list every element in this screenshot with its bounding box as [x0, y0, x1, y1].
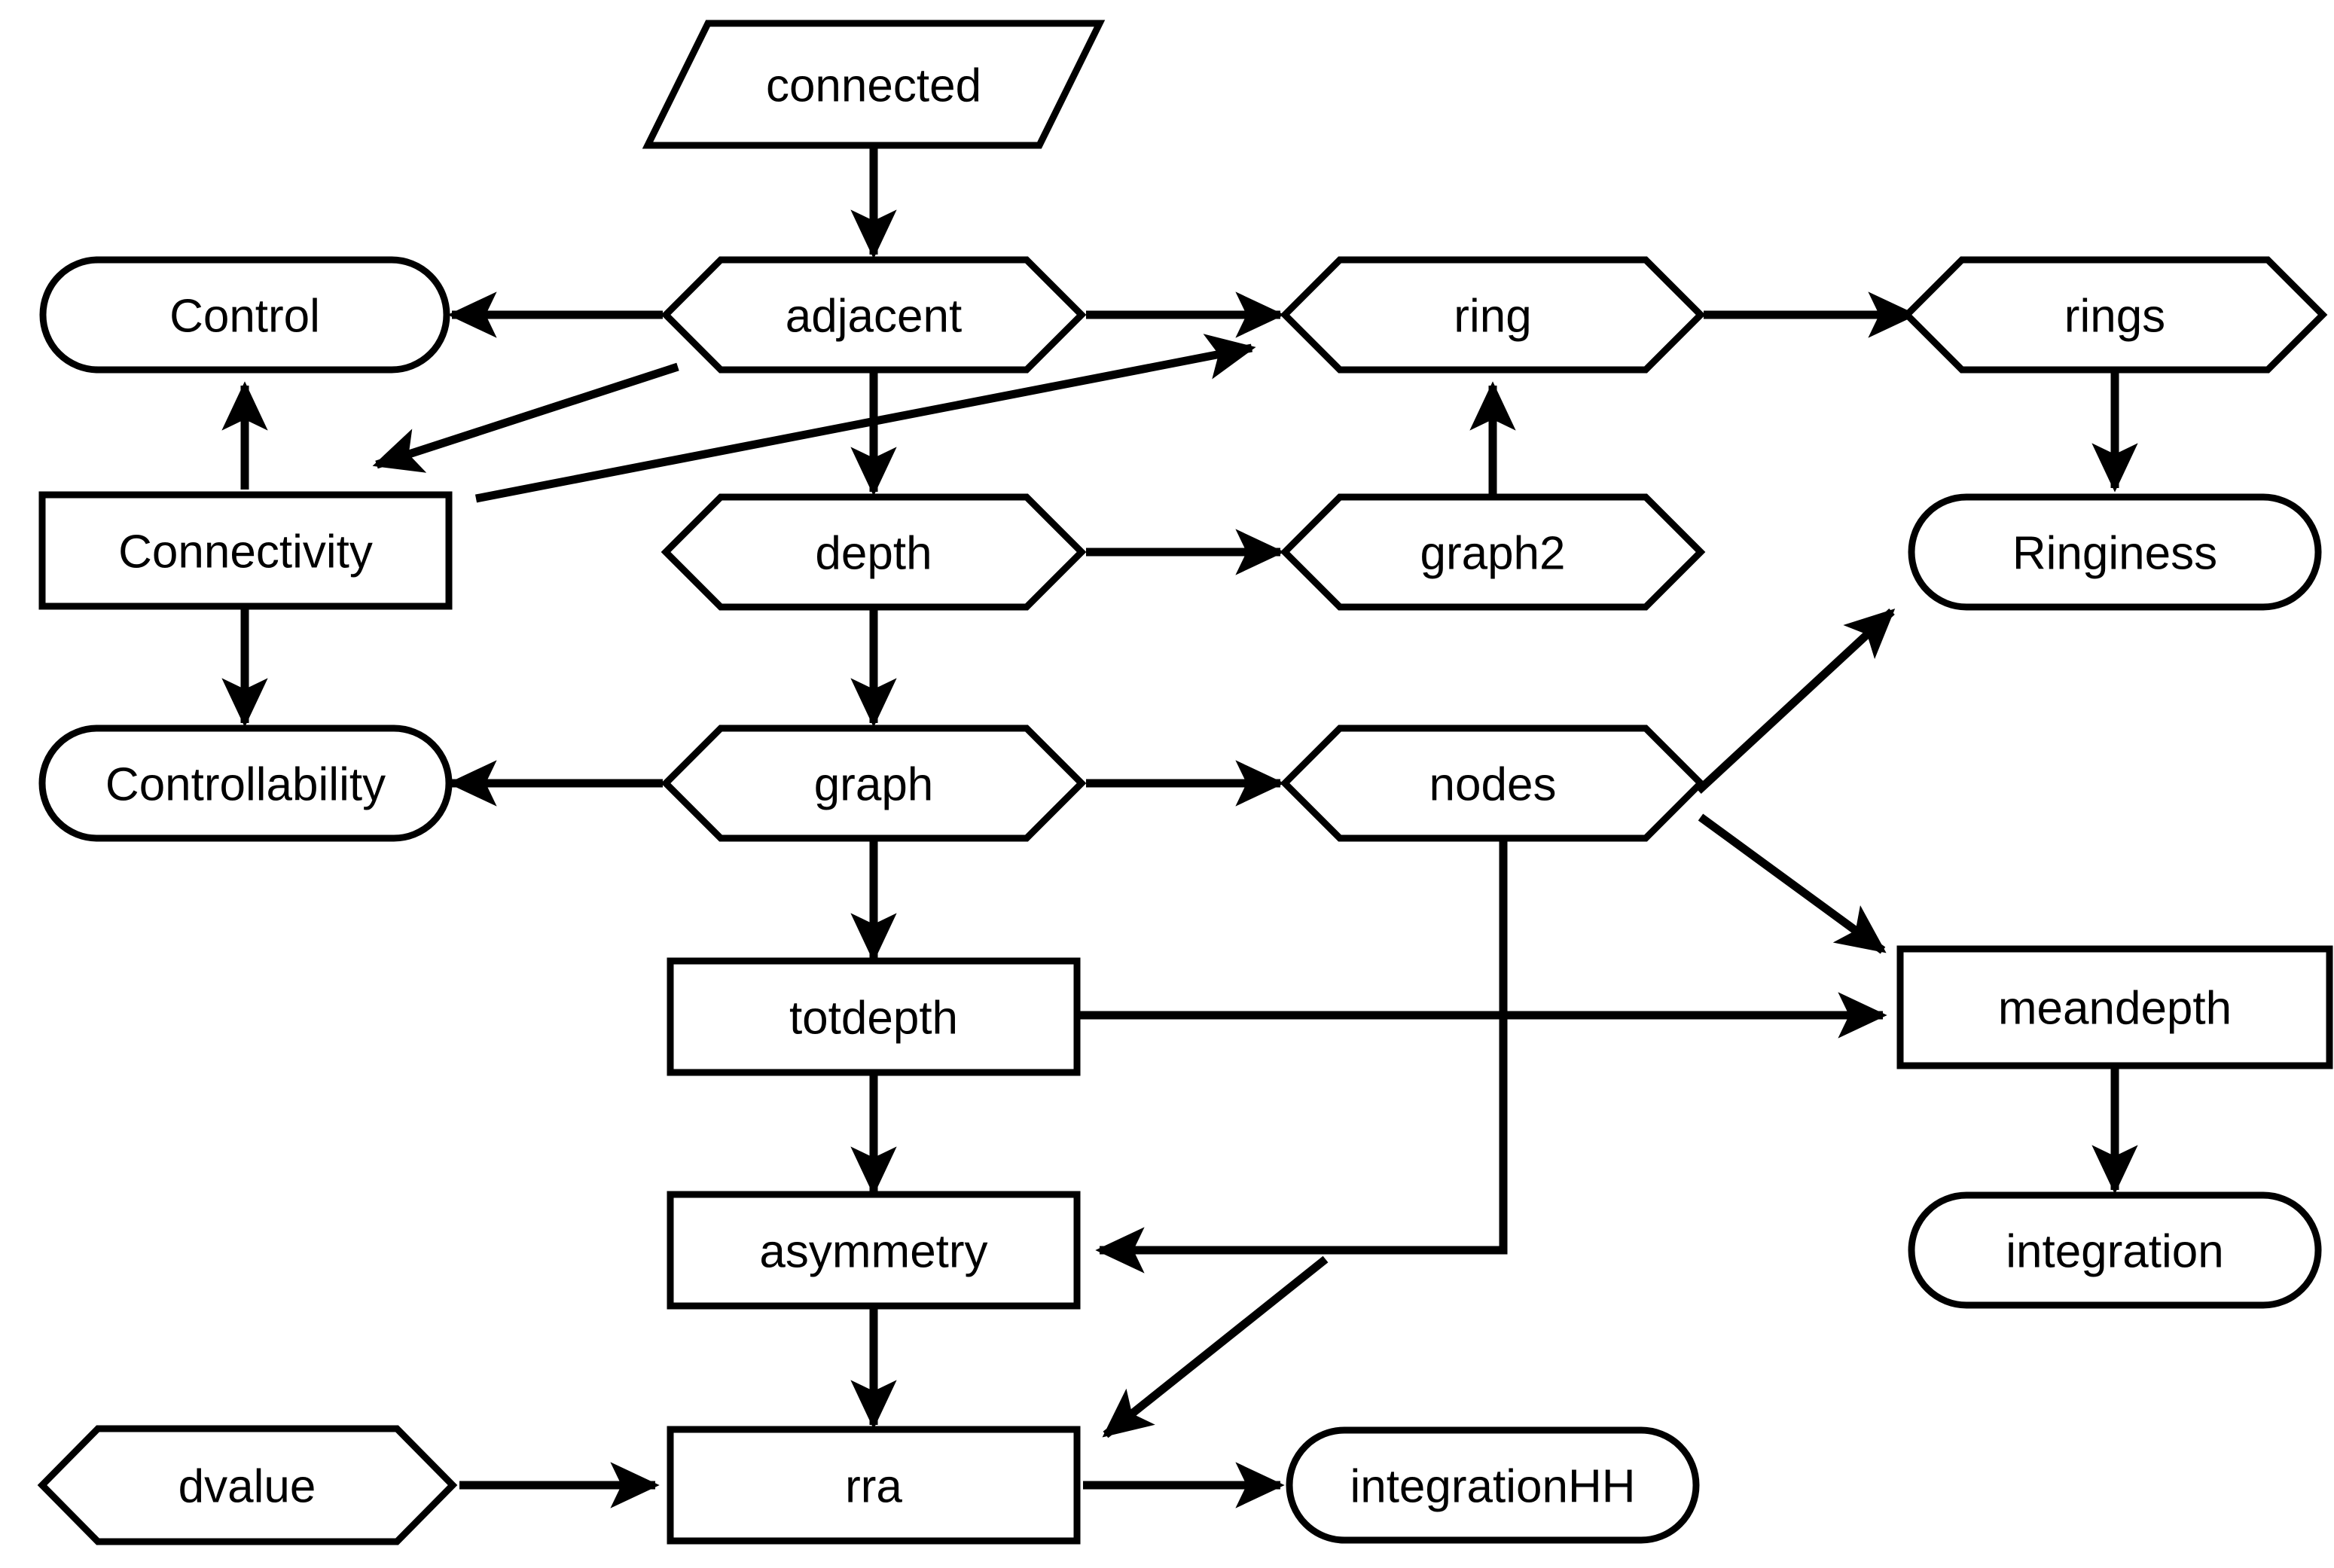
node-graph[interactable]: graph — [661, 725, 1087, 842]
node-rings[interactable]: rings — [1902, 256, 2328, 374]
connectivity-shape — [38, 491, 453, 610]
edge-nodes-to-asymmetry — [1095, 840, 1508, 1274]
integration-shape — [1908, 1191, 2322, 1309]
node-dvalue[interactable]: dvalue — [37, 1425, 458, 1545]
node-connectivity[interactable]: Connectivity — [38, 491, 453, 610]
node-integrationhh[interactable]: integrationHH — [1286, 1426, 1700, 1544]
graph-shape — [661, 725, 1087, 842]
graph2-shape — [1280, 493, 1706, 611]
node-ring[interactable]: ring — [1280, 256, 1706, 374]
asymmetry-shape — [667, 1191, 1081, 1310]
node-asymmetry[interactable]: asymmetry — [667, 1191, 1081, 1310]
edge-nodes-to-ringiness — [1695, 608, 1896, 795]
control-shape — [39, 256, 450, 374]
node-meandepth[interactable]: meandepth — [1896, 945, 2333, 1069]
integrationhh-shape — [1286, 1426, 1700, 1544]
meandepth-shape — [1896, 945, 2333, 1069]
controllability-shape — [38, 725, 453, 842]
nodes-shape — [1280, 725, 1706, 842]
node-graph2[interactable]: graph2 — [1280, 493, 1706, 611]
totdepth-shape — [667, 957, 1081, 1076]
edge-nodes-to-meandepth — [1698, 813, 1887, 954]
node-ringiness[interactable]: Ringiness — [1908, 493, 2322, 611]
edge-adjacent-to-connectivity — [372, 362, 679, 473]
edge-integrationhh-to-rra — [1102, 1255, 1329, 1438]
edges-layer — [221, 148, 2138, 1509]
adjacent-shape — [661, 256, 1087, 374]
node-connected[interactable]: connected — [642, 20, 1106, 149]
node-controllability[interactable]: Controllability — [38, 725, 453, 842]
node-rra[interactable]: rra — [667, 1426, 1081, 1545]
dvalue-shape — [37, 1425, 458, 1545]
depth-shape — [661, 493, 1087, 611]
ringiness-shape — [1908, 493, 2322, 611]
node-depth[interactable]: depth — [661, 493, 1087, 611]
ring-shape — [1280, 256, 1706, 374]
rings-shape — [1902, 256, 2328, 374]
node-integration[interactable]: integration — [1908, 1191, 2322, 1309]
node-nodes[interactable]: nodes — [1280, 725, 1706, 842]
connected-shape — [642, 20, 1106, 149]
node-totdepth[interactable]: totdepth — [667, 957, 1081, 1076]
node-control[interactable]: Control — [39, 256, 450, 374]
edge-connectivity-to-ring — [474, 334, 1256, 503]
node-adjacent[interactable]: adjacent — [661, 256, 1087, 374]
rra-shape — [667, 1426, 1081, 1545]
